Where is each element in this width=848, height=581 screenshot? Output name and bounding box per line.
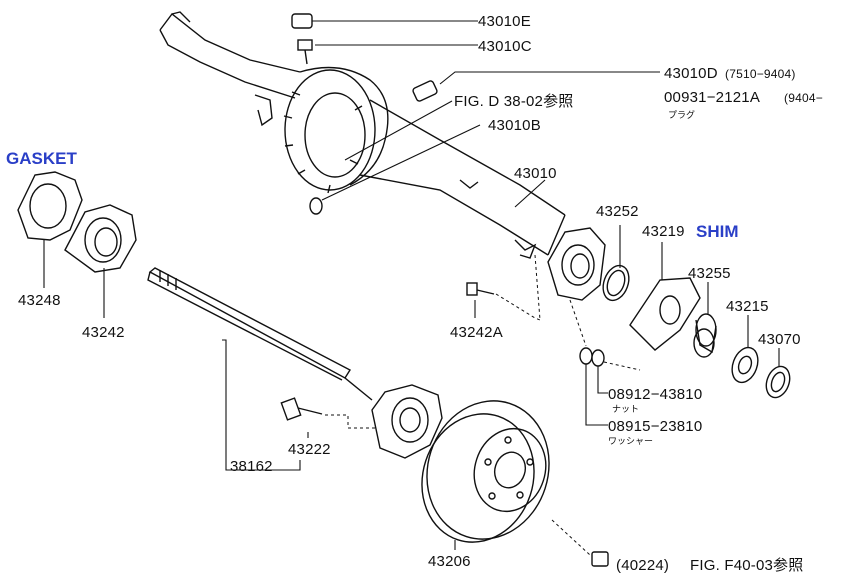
oil-seal-43070	[765, 348, 791, 399]
label-43215: 43215	[726, 298, 769, 315]
label-43010D-range: (7510−9404)	[725, 67, 796, 81]
axle-housing-43010	[159, 11, 566, 259]
label-gasket: GASKET	[6, 149, 77, 168]
label-38162: 38162	[230, 458, 273, 475]
plug-43010D	[412, 71, 660, 102]
label-43206: 43206	[428, 553, 471, 570]
label-00931-range: (9404−	[784, 91, 823, 105]
label-nut-jp: ナット	[612, 404, 639, 414]
label-43252: 43252	[596, 203, 639, 220]
label-00931: 00931−2121A	[664, 89, 760, 106]
label-43242A: 43242A	[450, 324, 503, 341]
nut-washer-08912-08915	[569, 299, 641, 426]
shim-43219	[629, 242, 701, 351]
bearing-retainer-43252	[547, 227, 606, 301]
label-washer-jp: ワッシャー	[608, 436, 653, 446]
label-43242: 43242	[82, 324, 125, 341]
label-43222: 43222	[288, 441, 331, 458]
label-43219: 43219	[642, 223, 685, 240]
label-08912: 08912−43810	[608, 386, 702, 403]
label-43010D: 43010D	[664, 65, 718, 82]
bolt-43242A	[466, 254, 541, 321]
label-fig-d: FIG. D 38-02参照	[454, 93, 574, 110]
label-43010: 43010	[514, 165, 557, 182]
plug-43010E	[291, 13, 478, 29]
callout-labels: 43010E 43010C 43010D (7510−9404) 00931−2…	[6, 13, 823, 574]
hub-nut-40224	[591, 551, 609, 567]
label-40224: (40224)	[616, 557, 669, 574]
label-43248: 43248	[18, 292, 61, 309]
label-shim: SHIM	[696, 222, 739, 241]
brake-drum-43206	[421, 400, 591, 556]
label-43255: 43255	[688, 265, 731, 282]
hub-bolt-43222	[280, 397, 375, 438]
gasket-43248	[17, 171, 83, 288]
bearing-retainer-43242	[64, 204, 137, 318]
label-08915: 08915−23810	[608, 418, 702, 435]
vent-43010B	[309, 124, 481, 215]
label-fig-f: FIG. F40-03参照	[690, 557, 803, 574]
axle-shaft-38162	[147, 267, 443, 471]
label-43070: 43070	[758, 331, 801, 348]
label-43010E: 43010E	[478, 13, 531, 30]
label-43010C: 43010C	[478, 38, 532, 55]
spacer-43255	[693, 282, 717, 358]
label-43010B: 43010B	[488, 117, 541, 134]
label-plug-jp: プラグ	[668, 109, 695, 120]
bearing-43215	[731, 315, 759, 384]
oil-seal-43252-ring	[602, 225, 630, 302]
bolt-43010C	[297, 39, 478, 65]
